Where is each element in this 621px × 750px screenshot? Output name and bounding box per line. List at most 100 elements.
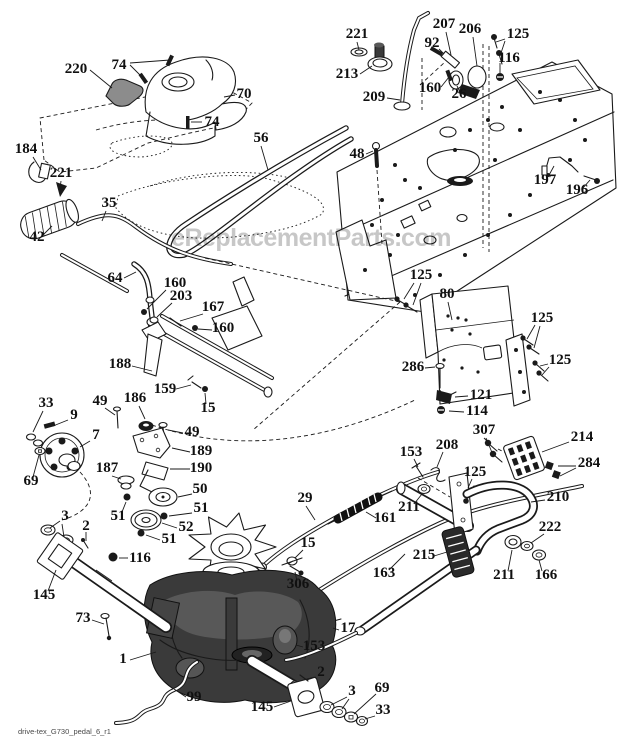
bracket-189 bbox=[133, 428, 170, 458]
leader-line-70 bbox=[224, 95, 235, 97]
leader-line-29 bbox=[306, 506, 315, 520]
part-label-29: 29 bbox=[298, 490, 313, 506]
part-label-92: 92 bbox=[425, 35, 440, 51]
leader-line-49 bbox=[168, 430, 183, 433]
part-label-159: 159 bbox=[154, 381, 177, 397]
part-label-116: 116 bbox=[129, 550, 151, 566]
leader-line-114 bbox=[449, 411, 464, 412]
part-label-3: 3 bbox=[61, 508, 69, 524]
part-label-42: 42 bbox=[30, 229, 45, 245]
part-label-307: 307 bbox=[473, 422, 496, 438]
screws-125-top bbox=[491, 34, 502, 64]
transaxle-assembly bbox=[144, 513, 335, 703]
part-label-2: 2 bbox=[317, 664, 325, 680]
part-label-33: 33 bbox=[39, 395, 54, 411]
axle-plate-145-right bbox=[287, 677, 325, 718]
knob-213 bbox=[368, 42, 392, 72]
part-label-166: 166 bbox=[535, 567, 558, 583]
leader-line-125 bbox=[500, 41, 505, 56]
part-label-125: 125 bbox=[410, 267, 433, 283]
nut-51-b bbox=[160, 512, 168, 520]
part-label-215: 215 bbox=[413, 547, 436, 563]
leader-line-159 bbox=[176, 385, 191, 389]
chassis-frame bbox=[336, 44, 616, 312]
part-label-99: 99 bbox=[187, 689, 202, 705]
part-label-210: 210 bbox=[547, 489, 570, 505]
nut-51-a bbox=[123, 493, 131, 501]
part-label-184: 184 bbox=[15, 141, 38, 157]
part-label-161: 161 bbox=[374, 510, 397, 526]
part-label-206: 206 bbox=[459, 21, 482, 37]
part-label-69: 69 bbox=[24, 473, 39, 489]
part-label-35: 35 bbox=[102, 195, 117, 211]
part-label-211: 211 bbox=[398, 499, 420, 515]
leader-line-186 bbox=[139, 406, 145, 419]
leader-line-51 bbox=[169, 513, 192, 516]
leader-line-125 bbox=[413, 283, 421, 305]
part-label-7: 7 bbox=[92, 427, 100, 443]
leader-line-211 bbox=[414, 494, 422, 504]
rod-35 bbox=[62, 215, 231, 291]
watermark-text: eReplacementParts.com bbox=[171, 224, 451, 252]
clip-208 bbox=[431, 468, 445, 482]
leader-line-286 bbox=[425, 367, 435, 368]
leader-line-145 bbox=[274, 701, 291, 707]
leader-line-213 bbox=[360, 66, 372, 74]
bolt-73 bbox=[101, 614, 112, 641]
nut-51-c bbox=[137, 529, 145, 537]
leader-line-206 bbox=[473, 37, 477, 66]
leader-line-49 bbox=[105, 408, 115, 415]
part-label-26: 26 bbox=[452, 86, 468, 102]
engine-cover-70 bbox=[145, 57, 246, 144]
part-label-196: 196 bbox=[566, 182, 589, 198]
leader-line-99 bbox=[174, 689, 186, 697]
pulley-52 bbox=[131, 510, 161, 530]
part-label-17: 17 bbox=[341, 620, 357, 636]
part-label-306: 306 bbox=[287, 576, 310, 592]
left-axle bbox=[72, 561, 166, 627]
leader-line-15 bbox=[295, 550, 303, 558]
part-label-153: 153 bbox=[400, 444, 423, 460]
leader-line-153 bbox=[414, 459, 418, 467]
part-label-163: 163 bbox=[373, 565, 396, 581]
part-label-208: 208 bbox=[436, 437, 459, 453]
leader-line-69 bbox=[354, 694, 376, 714]
leader-line-211 bbox=[508, 550, 512, 571]
leader-line-125 bbox=[468, 479, 472, 488]
part-label-189: 189 bbox=[190, 443, 213, 459]
part-label-160: 160 bbox=[212, 320, 235, 336]
washers-3-69-33-right bbox=[320, 702, 368, 726]
leader-line-33 bbox=[365, 716, 375, 719]
leader-line-33 bbox=[33, 411, 43, 432]
washer-166 bbox=[533, 550, 546, 560]
part-label-160: 160 bbox=[419, 80, 442, 96]
part-label-207: 207 bbox=[433, 16, 456, 32]
pedal-group bbox=[286, 436, 561, 660]
leader-line-73 bbox=[92, 620, 104, 624]
linkage-cluster-188 bbox=[141, 258, 400, 430]
washer-69 bbox=[35, 448, 45, 455]
leader-line-35 bbox=[102, 211, 106, 221]
leader-line-2 bbox=[307, 677, 316, 680]
wedge-221 bbox=[56, 182, 67, 197]
screw-196 bbox=[584, 176, 600, 184]
screws-125-plate bbox=[394, 296, 548, 381]
leader-line-9 bbox=[53, 420, 68, 426]
grommet-186 bbox=[138, 421, 154, 431]
leader-line-64 bbox=[124, 272, 136, 278]
part-label-187: 187 bbox=[96, 460, 119, 476]
part-label-221: 221 bbox=[346, 26, 369, 42]
leader-line-187 bbox=[112, 476, 121, 479]
leader-line-189 bbox=[172, 448, 190, 452]
part-label-197: 197 bbox=[534, 172, 557, 188]
rubber-pad-220 bbox=[106, 79, 143, 106]
wheel-hub-7 bbox=[40, 433, 90, 520]
part-label-33: 33 bbox=[376, 702, 391, 718]
part-label-2: 2 bbox=[82, 518, 90, 534]
part-label-1: 1 bbox=[119, 651, 127, 667]
leader-line-125 bbox=[534, 326, 540, 348]
leader-line-51 bbox=[146, 535, 160, 540]
